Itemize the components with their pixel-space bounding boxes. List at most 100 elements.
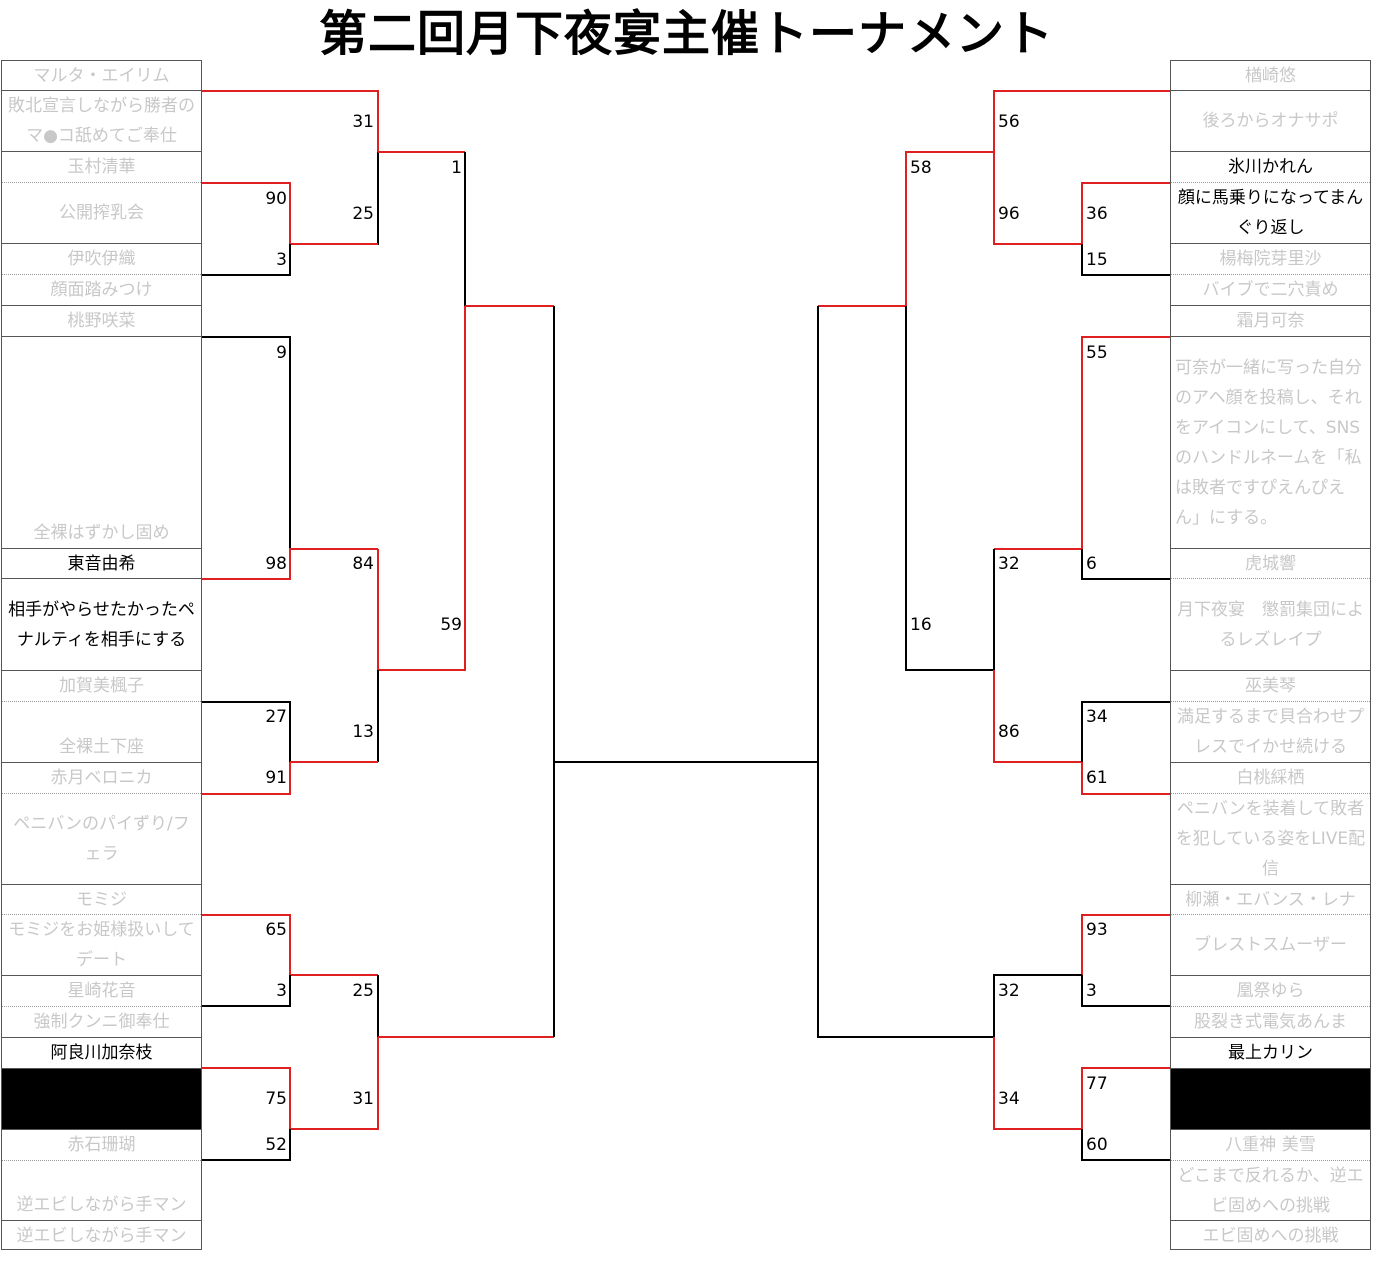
- score-right: 32: [998, 981, 1020, 1001]
- left-entrant-cell: 公開搾乳会: [2, 183, 201, 244]
- score-left: 1: [451, 158, 462, 178]
- right-entrant-cell: [1171, 1069, 1370, 1130]
- score-left: 27: [265, 707, 287, 727]
- bracket-line: [202, 701, 291, 762]
- left-entrant-cell: 桃野咲菜: [2, 306, 201, 337]
- bracket-line: [1081, 914, 1170, 975]
- right-entrant-cell: 凰祭ゆら: [1171, 976, 1370, 1007]
- score-right: 58: [910, 158, 932, 178]
- left-entrant-cell: [2, 1069, 201, 1130]
- score-left: 52: [265, 1135, 287, 1155]
- score-left: 90: [265, 189, 287, 209]
- right-entrant-cell: 巫美琴: [1171, 671, 1370, 702]
- score-left: 65: [265, 920, 287, 940]
- bracket-line: [1081, 549, 1170, 580]
- score-right: 32: [998, 554, 1020, 574]
- right-entrant-cell: 柳瀬・エバンス・レナ: [1171, 885, 1370, 915]
- right-entrant-cell: 楢崎悠: [1171, 61, 1370, 91]
- score-left: 3: [276, 981, 287, 1001]
- score-right: 61: [1086, 768, 1108, 788]
- bracket-line: [905, 306, 994, 671]
- score-right: 3: [1086, 981, 1097, 1001]
- score-right: 15: [1086, 250, 1108, 270]
- left-entrant-cell: 赤月ベロニカ: [2, 763, 201, 794]
- left-entrant-cell: 東音由希: [2, 549, 201, 579]
- left-entrant-cell: ペニバンのパイずり/フェラ: [2, 794, 201, 885]
- score-left: 25: [352, 204, 374, 224]
- left-entrant-cell: 強制クンニ御奉仕: [2, 1007, 201, 1038]
- score-right: 34: [1086, 707, 1108, 727]
- bracket-line: [1081, 1129, 1170, 1161]
- bracket-line: [1081, 336, 1170, 549]
- right-entrant-cell: 虎城響: [1171, 549, 1370, 579]
- bracket-line: [202, 975, 291, 1007]
- bracket-line: [905, 151, 994, 306]
- bracket-line: [377, 306, 466, 671]
- score-left: 75: [265, 1089, 287, 1109]
- right-entrant-cell: 最上カリン: [1171, 1038, 1370, 1069]
- bracket-line: [993, 90, 1170, 152]
- right-entrant-cell: 八重神 美雪: [1171, 1130, 1370, 1161]
- left-entrant-cell: 逆エビしながら手マン: [2, 1161, 201, 1221]
- bracket-line: [202, 90, 379, 152]
- score-right: 56: [998, 112, 1020, 132]
- bracket-line: [993, 974, 1082, 1037]
- bracket-line: [993, 1037, 1082, 1130]
- right-entrant-cell: 顔に馬乗りになってまんぐり返し: [1171, 183, 1370, 244]
- score-left: 25: [352, 981, 374, 1001]
- bracket-line: [202, 1067, 291, 1129]
- left-entrant-cell: 玉村清華: [2, 152, 201, 183]
- score-right: 60: [1086, 1135, 1108, 1155]
- bracket-line: [1081, 182, 1170, 244]
- left-entrant-cell: 顔面踏みつけ: [2, 275, 201, 306]
- score-left: 91: [265, 768, 287, 788]
- score-right: 55: [1086, 343, 1108, 363]
- bracket-line: [202, 1129, 291, 1161]
- bracket-line: [202, 548, 378, 580]
- score-left: 98: [265, 554, 287, 574]
- right-entrant-cell: 氷川かれん: [1171, 152, 1370, 183]
- score-left: 3: [276, 250, 287, 270]
- right-entrant-cell: バイブで二穴責め: [1171, 275, 1370, 306]
- left-entrant-cell: 逆エビしながら手マン: [16, 1225, 187, 1246]
- bracket-line: [202, 182, 291, 244]
- bracket-line: [1081, 975, 1170, 1007]
- bracket-line: [993, 152, 1082, 245]
- score-left: 13: [352, 722, 374, 742]
- score-left: 31: [352, 1089, 374, 1109]
- bracket-line: [993, 670, 1082, 763]
- right-entrant-cell: どこまで反れるか、逆エビ固めへの挑戦: [1171, 1161, 1370, 1221]
- right-entrant-cell: 後ろからオナサポ: [1171, 91, 1370, 152]
- score-left: 59: [440, 615, 462, 635]
- left-entrant-cell: 阿良川加奈枝: [2, 1038, 201, 1069]
- bracket-line: [1081, 701, 1170, 762]
- right-entrant-cell: 満足するまで貝合わせプレスでイかせ続ける: [1171, 702, 1370, 763]
- score-left: 31: [352, 112, 374, 132]
- right-entrant-cell: 股裂き式電気あんま: [1171, 1007, 1370, 1038]
- score-right: 34: [998, 1089, 1020, 1109]
- bracket-line: [202, 762, 291, 795]
- left-entrant-cell: マルタ・エイリム: [2, 61, 201, 91]
- bracket-line: [1081, 244, 1170, 276]
- left-entrant-cell: 加賀美楓子: [2, 671, 201, 702]
- right-entrant-cell: ブレストスムーザー: [1171, 915, 1370, 976]
- score-right: 96: [998, 204, 1020, 224]
- score-left: 9: [276, 343, 287, 363]
- right-entrant-cell: 白桃綵栖: [1171, 763, 1370, 794]
- left-entrant-panel: マルタ・エイリム敗北宣言しながら勝者のマ●コ舐めてご奉仕玉村清華公開搾乳会伊吹伊…: [1, 60, 202, 1250]
- bracket-line: [1081, 1067, 1170, 1129]
- right-entrant-cell: 可奈が一緒に写った自分のアヘ顔を投稿し、それをアイコンにして、SNSのハンドルネ…: [1171, 337, 1370, 549]
- bracket-line: [290, 152, 379, 245]
- bracket-line: [817, 762, 994, 1038]
- score-right: 36: [1086, 204, 1108, 224]
- right-entrant-cell: エビ固めへの挑戦: [1202, 1225, 1339, 1246]
- left-entrant-cell: 全裸土下座: [2, 702, 201, 763]
- left-entrant-cell: 敗北宣言しながら勝者のマ●コ舐めてご奉仕: [2, 91, 201, 152]
- bracket-line: [202, 244, 291, 276]
- bracket-line: [202, 336, 291, 549]
- score-left: 84: [352, 554, 374, 574]
- left-entrant-cell: 相手がやらせたかったペナルティを相手にする: [2, 579, 201, 671]
- right-entrant-cell: ペニバンを装着して敗者を犯している姿をLIVE配信: [1171, 794, 1370, 885]
- left-entrant-cell: 赤石珊瑚: [2, 1130, 201, 1161]
